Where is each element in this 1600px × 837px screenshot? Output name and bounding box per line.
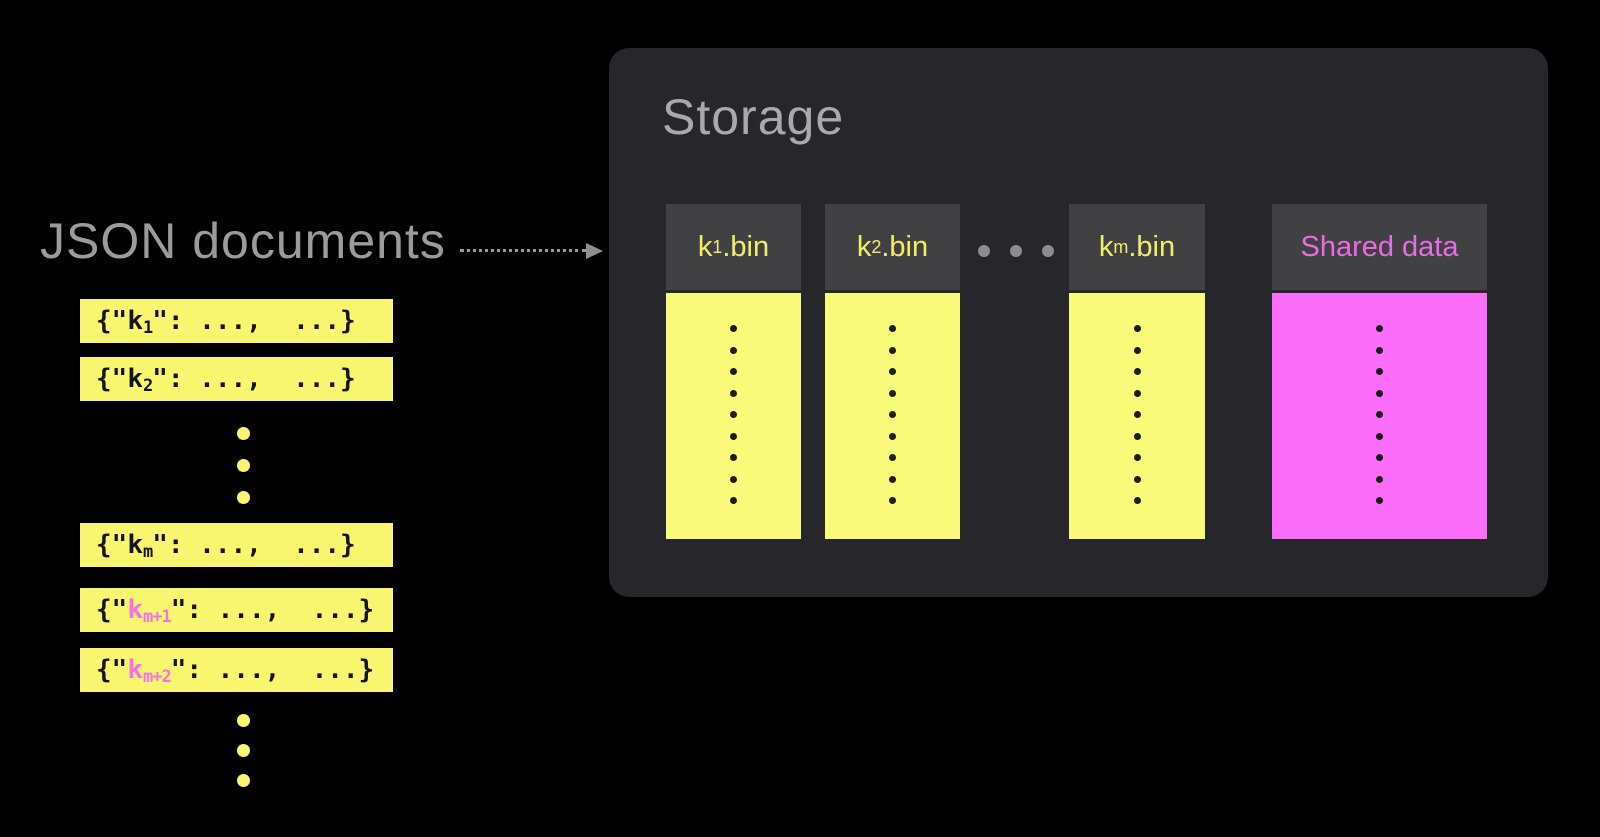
dot: [730, 454, 737, 461]
dot: [1133, 475, 1141, 483]
dot: [1376, 325, 1383, 332]
dot: [237, 427, 250, 440]
dot: [889, 368, 896, 375]
shared-data-header: Shared data: [1272, 204, 1487, 290]
dot: [730, 497, 737, 504]
dot: [1133, 389, 1141, 397]
dot: [237, 744, 250, 757]
dot: [730, 368, 737, 375]
doc-text-close: ": ..., ...}: [152, 530, 356, 560]
json-documents-label: JSON documents: [40, 213, 446, 269]
doc-text-close: ": ..., ...}: [152, 306, 356, 336]
json-doc-bar-km2: {"km+2": ..., ...}: [80, 648, 393, 692]
doc-key: km: [127, 530, 153, 562]
dot: [237, 714, 250, 727]
arrow-head-icon: [586, 243, 603, 259]
dot: [889, 346, 896, 354]
dot: [237, 774, 250, 787]
doc-key: k2: [127, 364, 153, 396]
dot: [1376, 411, 1383, 418]
dot: [730, 411, 737, 418]
dot: [1376, 432, 1383, 440]
doc-key-highlighted: km+2: [127, 655, 171, 687]
ellipsis-dots-vertical: [237, 714, 250, 787]
doc-key: k1: [127, 306, 153, 338]
dot: [1133, 432, 1141, 440]
dot: [1133, 368, 1141, 375]
dot: [730, 475, 737, 483]
bin-column-km: [1069, 293, 1205, 539]
dot: [1133, 346, 1141, 354]
dot: [1133, 411, 1141, 418]
dot: [889, 454, 896, 461]
dot: [730, 432, 737, 440]
storage-title: Storage: [662, 89, 845, 145]
dot: [1010, 245, 1022, 257]
json-doc-bar-km1: {"km+1": ..., ...}: [80, 588, 393, 632]
dot: [1376, 389, 1383, 397]
dot: [1376, 346, 1383, 354]
doc-text-close: ": ..., ...}: [170, 655, 375, 685]
json-doc-bar-k2: {"k2": ..., ...}: [80, 357, 393, 401]
dot: [237, 491, 250, 504]
dot: [1133, 325, 1141, 332]
dot: [889, 389, 896, 397]
dot: [730, 346, 737, 354]
dot: [237, 459, 250, 472]
doc-text-open: {": [96, 595, 128, 625]
doc-text-open: {": [96, 655, 128, 685]
dot: [889, 497, 896, 504]
dot: [1376, 454, 1383, 461]
doc-key-highlighted: km+1: [127, 595, 171, 627]
bin-column-k2: [825, 293, 960, 539]
dot: [978, 245, 990, 257]
shared-data-column: [1272, 293, 1487, 539]
dot: [1133, 497, 1141, 504]
doc-text-open: {": [96, 530, 128, 560]
dot: [1376, 368, 1383, 375]
dot: [889, 411, 896, 418]
ellipsis-dots-vertical: [237, 427, 250, 504]
dot: [889, 432, 896, 440]
json-doc-bar-km: {"km": ..., ...}: [80, 523, 393, 567]
doc-text-close: ": ..., ...}: [152, 364, 356, 394]
dot: [730, 325, 737, 332]
doc-text-open: {": [96, 306, 128, 336]
dot: [1376, 497, 1383, 504]
dot: [1376, 475, 1383, 483]
dot: [730, 389, 737, 397]
dot: [1133, 454, 1141, 461]
dot: [889, 325, 896, 332]
arrow-line: [460, 249, 586, 252]
doc-text-close: ": ..., ...}: [170, 595, 375, 625]
ellipsis-dots-horizontal: [978, 245, 1054, 257]
dot: [889, 475, 896, 483]
dot: [1042, 245, 1054, 257]
bin-column-k1: [666, 293, 801, 539]
doc-text-open: {": [96, 364, 128, 394]
json-doc-bar-k1: {"k1": ..., ...}: [80, 299, 393, 343]
